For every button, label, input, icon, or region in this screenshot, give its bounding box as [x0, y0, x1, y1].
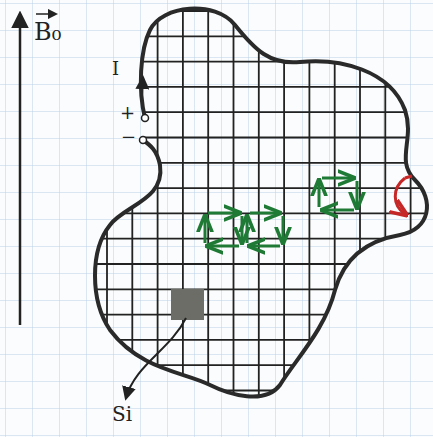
terminal — [142, 115, 149, 122]
leader-arrow — [126, 318, 186, 398]
current-loop — [95, 9, 427, 397]
field-arrow — [19, 14, 22, 325]
polarity-sign: − — [121, 128, 136, 146]
material-label: Si — [112, 404, 132, 424]
silicon-element — [171, 289, 204, 320]
vector-arrow — [36, 13, 56, 15]
current-label: I — [112, 60, 119, 78]
elementary-loops — [205, 178, 357, 246]
current-arrow — [142, 78, 143, 95]
edge-current — [395, 178, 405, 214]
polarity-sign: + — [120, 104, 135, 122]
terminal — [140, 137, 147, 144]
edge-current — [405, 176, 412, 178]
field-label: B₀ — [34, 20, 61, 44]
